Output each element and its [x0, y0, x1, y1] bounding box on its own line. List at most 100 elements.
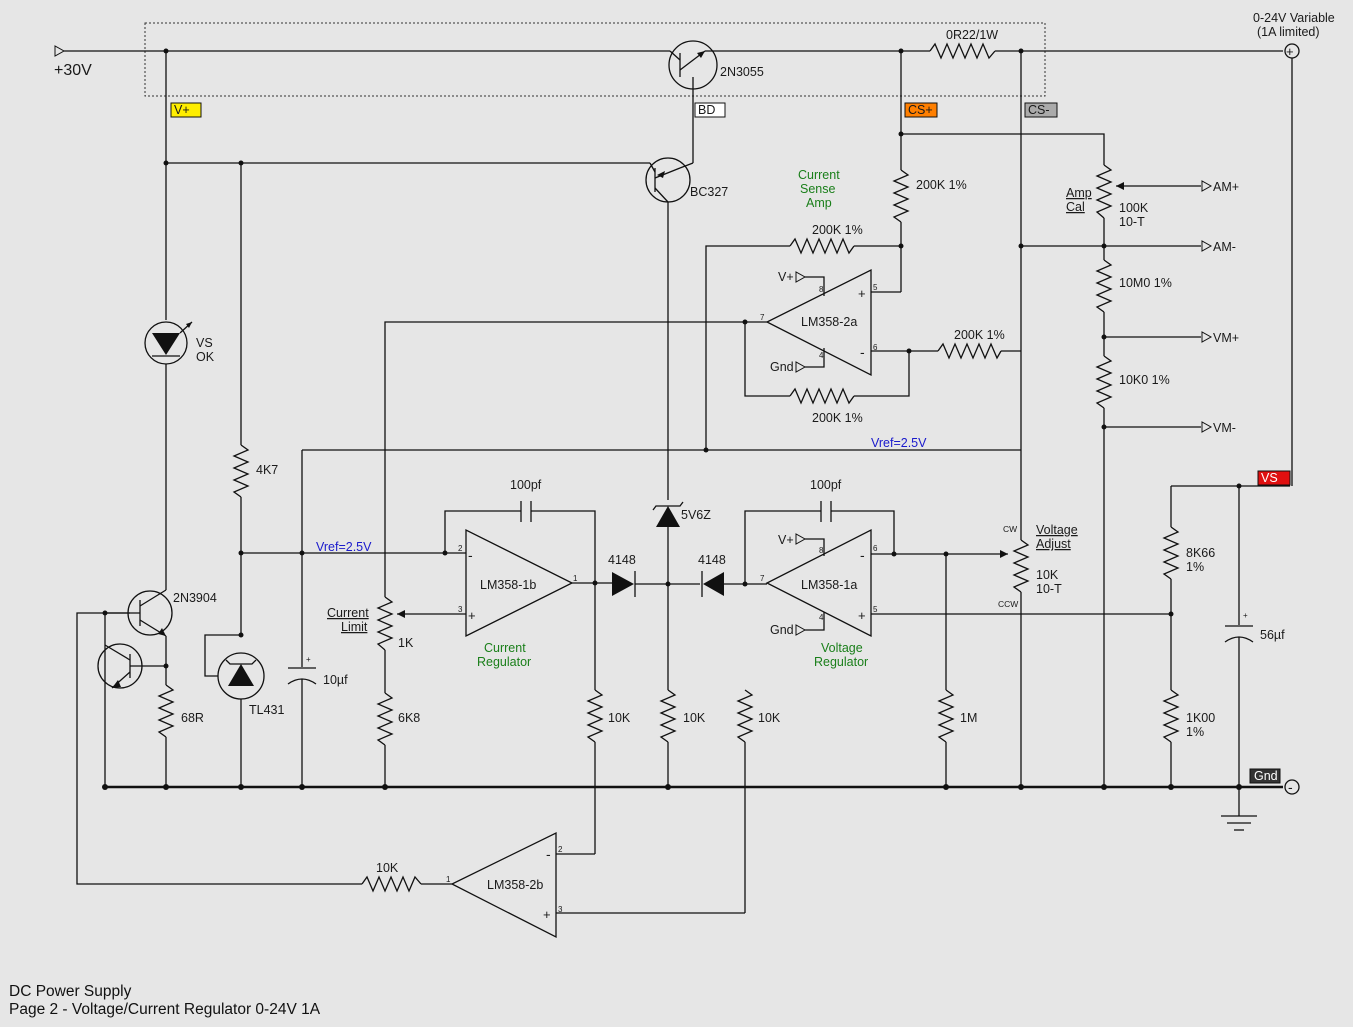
input-30v-rail: [54, 45, 670, 57]
u1b-pin1: 1: [573, 574, 578, 583]
output-terminal-sign: +: [1286, 44, 1294, 59]
voltage-adjust-turns: 10-T: [1036, 582, 1062, 596]
opamp-lm358-1b: - + LM358-1b 2 3 1: [458, 528, 578, 638]
connector-vm-plus: VM+: [1213, 331, 1239, 345]
resistor-6k8: [376, 692, 394, 746]
voltage-reg-label1: Voltage: [821, 641, 863, 655]
power-stage-box: [144, 22, 1046, 97]
resistor-10k0: [1095, 355, 1113, 409]
resistor-1m: [937, 689, 955, 743]
u1a-supply-vplus: V+: [778, 533, 794, 547]
tag-gnd-text: Gnd: [1254, 769, 1278, 783]
transistor-2n3904-second: [97, 643, 166, 689]
u2a-supply-vplus: V+: [778, 270, 794, 284]
u2b-pin3: 3: [558, 905, 563, 914]
resistor-10m0: [1095, 259, 1113, 313]
pot-cw-label: CW: [1003, 524, 1017, 534]
ground-terminal-sign: -: [1288, 779, 1293, 795]
vref-label-b: Vref=2.5V: [871, 436, 927, 450]
current-limit-label2: Limit: [341, 620, 368, 634]
r-1k00-tol: 1%: [1186, 725, 1204, 739]
current-sense-label3: Amp: [806, 196, 832, 210]
r-6k8-label: 6K8: [398, 711, 420, 725]
resistor-8k66: [1162, 526, 1180, 580]
u1a-pin6: 6: [873, 544, 878, 553]
u2b-pin2: 2: [558, 845, 563, 854]
current-sense-label2: Sense: [800, 182, 835, 196]
connector-am-minus: AM-: [1213, 240, 1236, 254]
u1a-supply-gnd: Gnd: [770, 623, 794, 637]
zener-label: 5V6Z: [681, 508, 711, 522]
amp-cal-label1: Amp: [1066, 186, 1092, 200]
u1a-pin5: 5: [873, 605, 878, 614]
ic-tl431-label: TL431: [249, 703, 284, 717]
r-1m-label: 1M: [960, 711, 977, 725]
opamp-lm358-2b: - + LM358-2b 2 3 1: [446, 831, 563, 939]
d-4148-b-label: 4148: [698, 553, 726, 567]
led-label2: OK: [196, 350, 215, 364]
ground-terminal: -: [1284, 779, 1300, 795]
u1b-plus: +: [468, 608, 476, 623]
r-shunt-label: 0R22/1W: [946, 28, 998, 42]
resistor-1k00: [1162, 689, 1180, 743]
tag-vplus: [170, 102, 202, 118]
current-reg-label2: Regulator: [477, 655, 531, 669]
u1a-pin8: 8: [819, 546, 824, 555]
r-200k-b-label: 200K 1%: [812, 223, 863, 237]
u1b-pin3: 3: [458, 605, 463, 614]
u2b-label: LM358-2b: [487, 878, 543, 892]
u2a-label: LM358-2a: [801, 315, 857, 329]
u2a-minus: -: [860, 344, 865, 360]
earth-symbol: [1221, 815, 1257, 831]
tag-cs-plus-text: CS+: [908, 103, 933, 117]
output-label-line1: 0-24V Variable: [1253, 11, 1335, 25]
r-68r-label: 68R: [181, 711, 204, 725]
r-200k-d-label: 200K 1%: [812, 411, 863, 425]
connector-vm-minus: VM-: [1213, 421, 1236, 435]
transistor-2n3055: [668, 40, 718, 120]
output-label-line2: (1A limited): [1257, 25, 1320, 39]
r-10k0-label: 10K0 1%: [1119, 373, 1170, 387]
c-100pf-b-label: 100pf: [810, 478, 842, 492]
opamp-lm358-1a: - + LM358-1a 6 5 7 8 4: [760, 528, 878, 638]
r-10k-d-label: 10K: [376, 861, 399, 875]
resistor-200k-sense-bottom: [937, 342, 1002, 360]
voltage-adjust-value: 10K: [1036, 568, 1059, 582]
diode-4148-a: [612, 571, 700, 597]
amp-cal-turns: 10-T: [1119, 215, 1145, 229]
r-4k7-label: 4K7: [256, 463, 278, 477]
r-10k-a-label: 10K: [608, 711, 631, 725]
resistor-68r: [157, 684, 175, 738]
resistor-200k-sense-fb-bottom: [789, 387, 855, 405]
r-200k-a-label: 200K 1%: [916, 178, 967, 192]
r-200k-c-label: 200K 1%: [954, 328, 1005, 342]
u2b-minus: -: [546, 846, 551, 862]
zener-5v6: [652, 501, 684, 527]
u1a-plus: +: [858, 608, 866, 623]
tag-cs-minus-text: CS-: [1028, 103, 1050, 117]
u2a-pin4: 4: [819, 351, 824, 360]
tag-vs: [1257, 470, 1291, 486]
u1a-pin4: 4: [819, 613, 824, 622]
c56-plus-sign: +: [1243, 611, 1248, 620]
output-terminal: +: [1284, 43, 1300, 59]
u1b-label: LM358-1b: [480, 578, 536, 592]
diode-4148-b: [701, 571, 767, 597]
u2a-plus: +: [858, 286, 866, 301]
tag-vplus-text: V+: [174, 103, 190, 117]
vref-label-a: Vref=2.5V: [316, 540, 372, 554]
resistor-10k-d: [361, 875, 422, 893]
u2a-pin7: 7: [760, 313, 765, 322]
tag-cs-plus: [904, 102, 938, 118]
c-10uf-label: 10µf: [323, 673, 348, 687]
u2a-pin5: 5: [873, 283, 878, 292]
u2b-pin1: 1: [446, 875, 451, 884]
transistor-bc327: [645, 120, 694, 203]
u1a-pin7: 7: [760, 574, 765, 583]
voltage-adjust-label1: Voltage: [1036, 523, 1078, 537]
u1a-minus: -: [860, 547, 865, 563]
r-10k-b-label: 10K: [683, 711, 706, 725]
q-bc327-label: BC327: [690, 185, 728, 199]
opamp-lm358-2a: + - LM358-2a 5 6 7 8 4: [760, 268, 878, 377]
